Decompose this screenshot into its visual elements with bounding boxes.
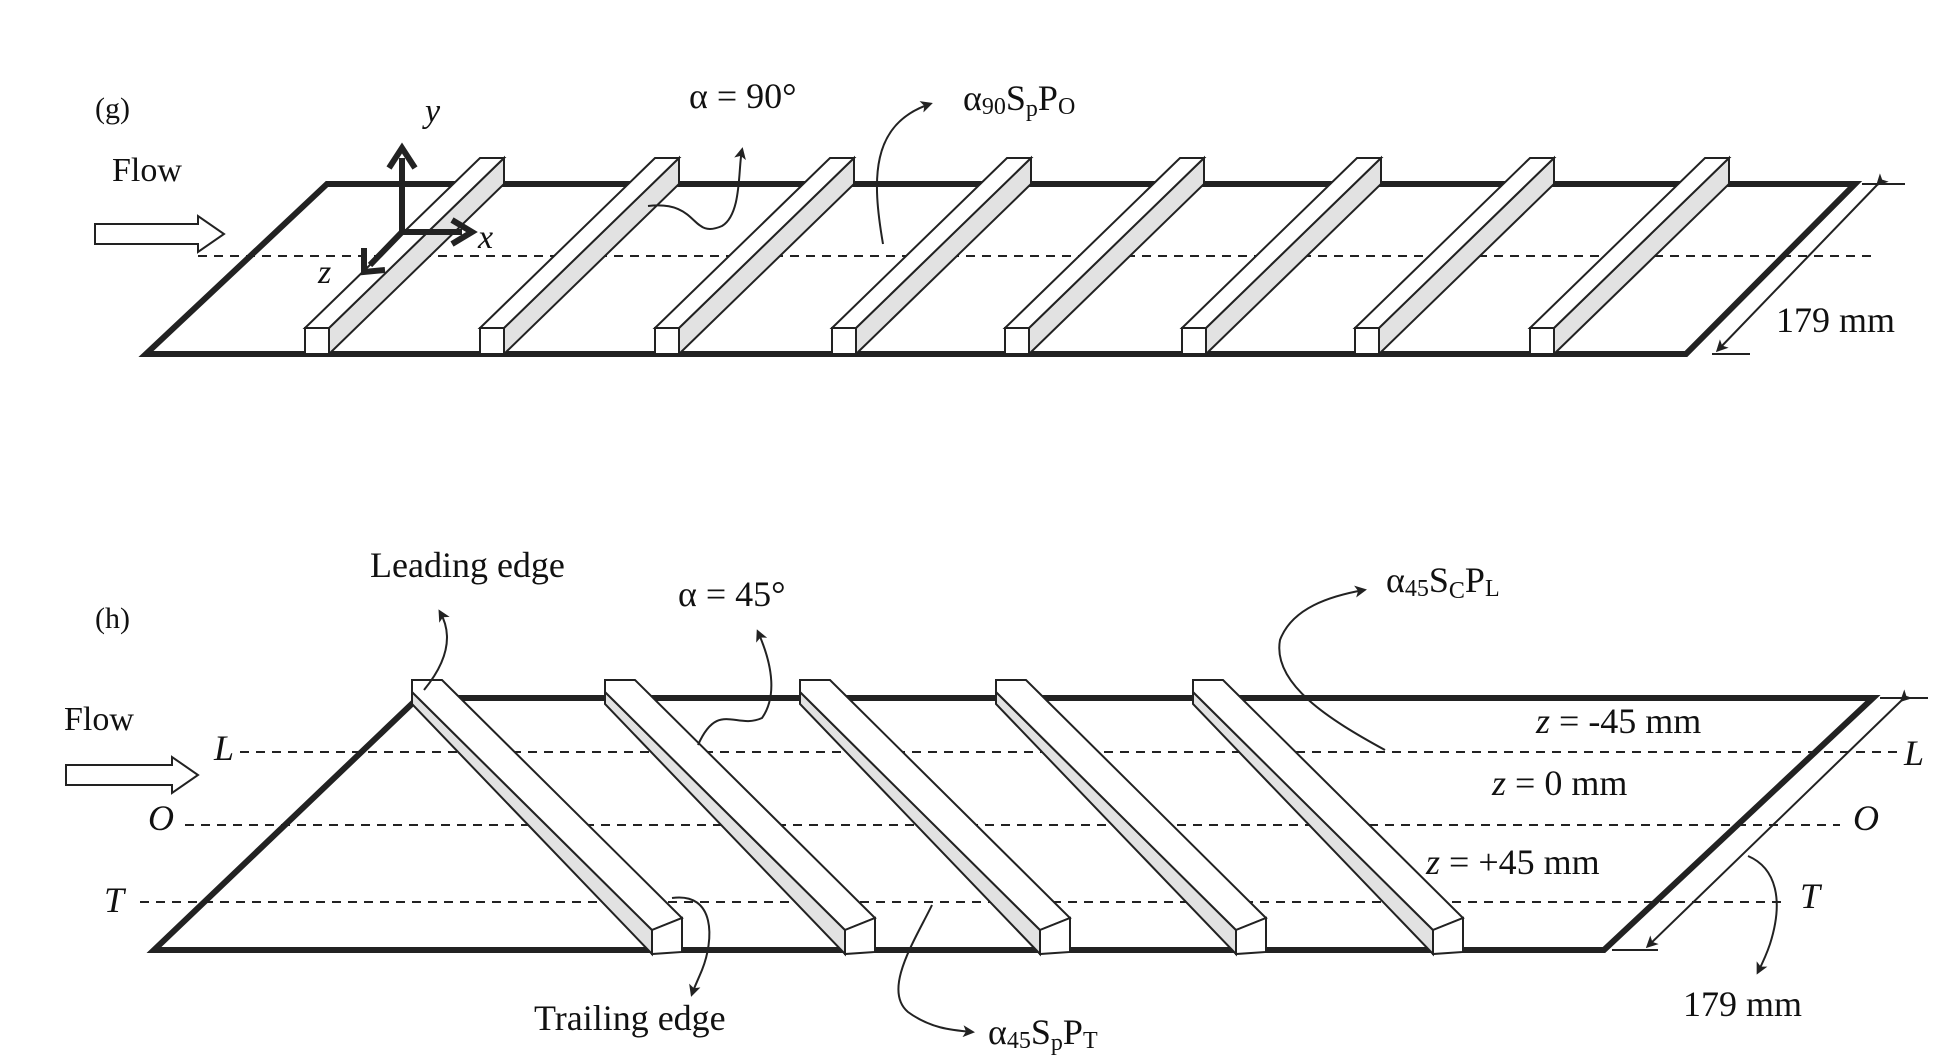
width-label-h: 179 mm	[1683, 984, 1802, 1024]
rib-g	[829, 155, 1034, 357]
rib-end-face	[654, 327, 680, 355]
rib-end-face	[1181, 327, 1207, 355]
rib-g	[1527, 155, 1732, 357]
rib-side-face	[411, 689, 653, 957]
rib-end-face	[651, 916, 683, 956]
rib-g	[1179, 155, 1384, 357]
rib-end-face	[1354, 327, 1380, 355]
panel-h: (h) Flow L O T L O T Leading edge α = 45…	[64, 545, 1928, 1055]
angle-arrow-g	[647, 147, 746, 230]
rib-g	[302, 155, 507, 357]
panel-g: (g) Flow y x z α = 90° α90SpPO	[94, 76, 1905, 357]
width-label-g: 179 mm	[1776, 300, 1895, 340]
axis-z-label: z	[317, 254, 331, 291]
leading-edge-label: Leading edge	[370, 545, 565, 585]
config-label-h-top: α45SCPL	[1386, 560, 1500, 604]
rib-h	[411, 679, 684, 957]
flow-label-g: Flow	[112, 152, 182, 189]
rib-end-face	[304, 327, 330, 355]
line-T-left: T	[104, 880, 127, 920]
coordinate-axes: y x z	[317, 93, 493, 291]
angle-label-h: α = 45°	[678, 574, 786, 614]
ribs-g	[302, 155, 1732, 357]
rib-end-face	[1235, 916, 1267, 956]
axis-x-label: x	[477, 219, 493, 256]
leading-edge-arrow	[423, 609, 450, 691]
config-arrow-g	[876, 101, 933, 245]
z-label-T: z = +45 mm	[1425, 842, 1600, 882]
angle-label-g: α = 90°	[689, 76, 797, 116]
width-dimension-h	[1645, 689, 1913, 949]
rib-end-face	[1004, 327, 1030, 355]
ribs-h	[411, 679, 1465, 957]
width-dimension-g	[1715, 173, 1889, 353]
rib-g	[1002, 155, 1207, 357]
axis-y-label: y	[422, 93, 441, 130]
rib-h	[604, 679, 877, 957]
z-label-L: z = -45 mm	[1535, 701, 1701, 741]
rib-end-face	[831, 327, 857, 355]
line-L-left: L	[213, 728, 234, 768]
config-label-h-bottom: α45SpPT	[988, 1012, 1098, 1055]
angle-arrow-h	[697, 629, 773, 746]
flow-label-h: Flow	[64, 701, 134, 738]
rib-h	[995, 679, 1268, 957]
panel-h-label: (h)	[95, 602, 130, 635]
rib-end-face	[844, 916, 876, 956]
line-O-left: O	[148, 798, 174, 838]
plate-h	[146, 695, 1881, 953]
rib-h	[1192, 679, 1465, 957]
trailing-edge-arrow	[671, 896, 711, 997]
trailing-edge-label: Trailing edge	[534, 998, 726, 1038]
rib-end-face	[1039, 916, 1071, 956]
rib-end-face	[479, 327, 505, 355]
rib-g	[652, 155, 857, 357]
rib-end-face	[1432, 916, 1464, 956]
config-arrow-h-bottom	[897, 904, 975, 1038]
rib-h	[799, 679, 1072, 957]
rib-end-face	[1529, 327, 1555, 355]
config-label-g: α90SpPO	[963, 78, 1075, 122]
flow-arrow-g	[94, 214, 226, 254]
rib-g	[1352, 155, 1557, 357]
line-L-right: L	[1903, 733, 1924, 773]
panel-g-label: (g)	[95, 92, 130, 125]
flow-arrow-h	[65, 755, 200, 795]
z-label-O: z = 0 mm	[1491, 763, 1627, 803]
line-T-right: T	[1800, 876, 1823, 916]
rib-g	[477, 155, 682, 357]
config-arrow-h-top	[1278, 585, 1386, 751]
width-label-arrow-h	[1747, 855, 1778, 975]
line-O-right: O	[1853, 798, 1879, 838]
